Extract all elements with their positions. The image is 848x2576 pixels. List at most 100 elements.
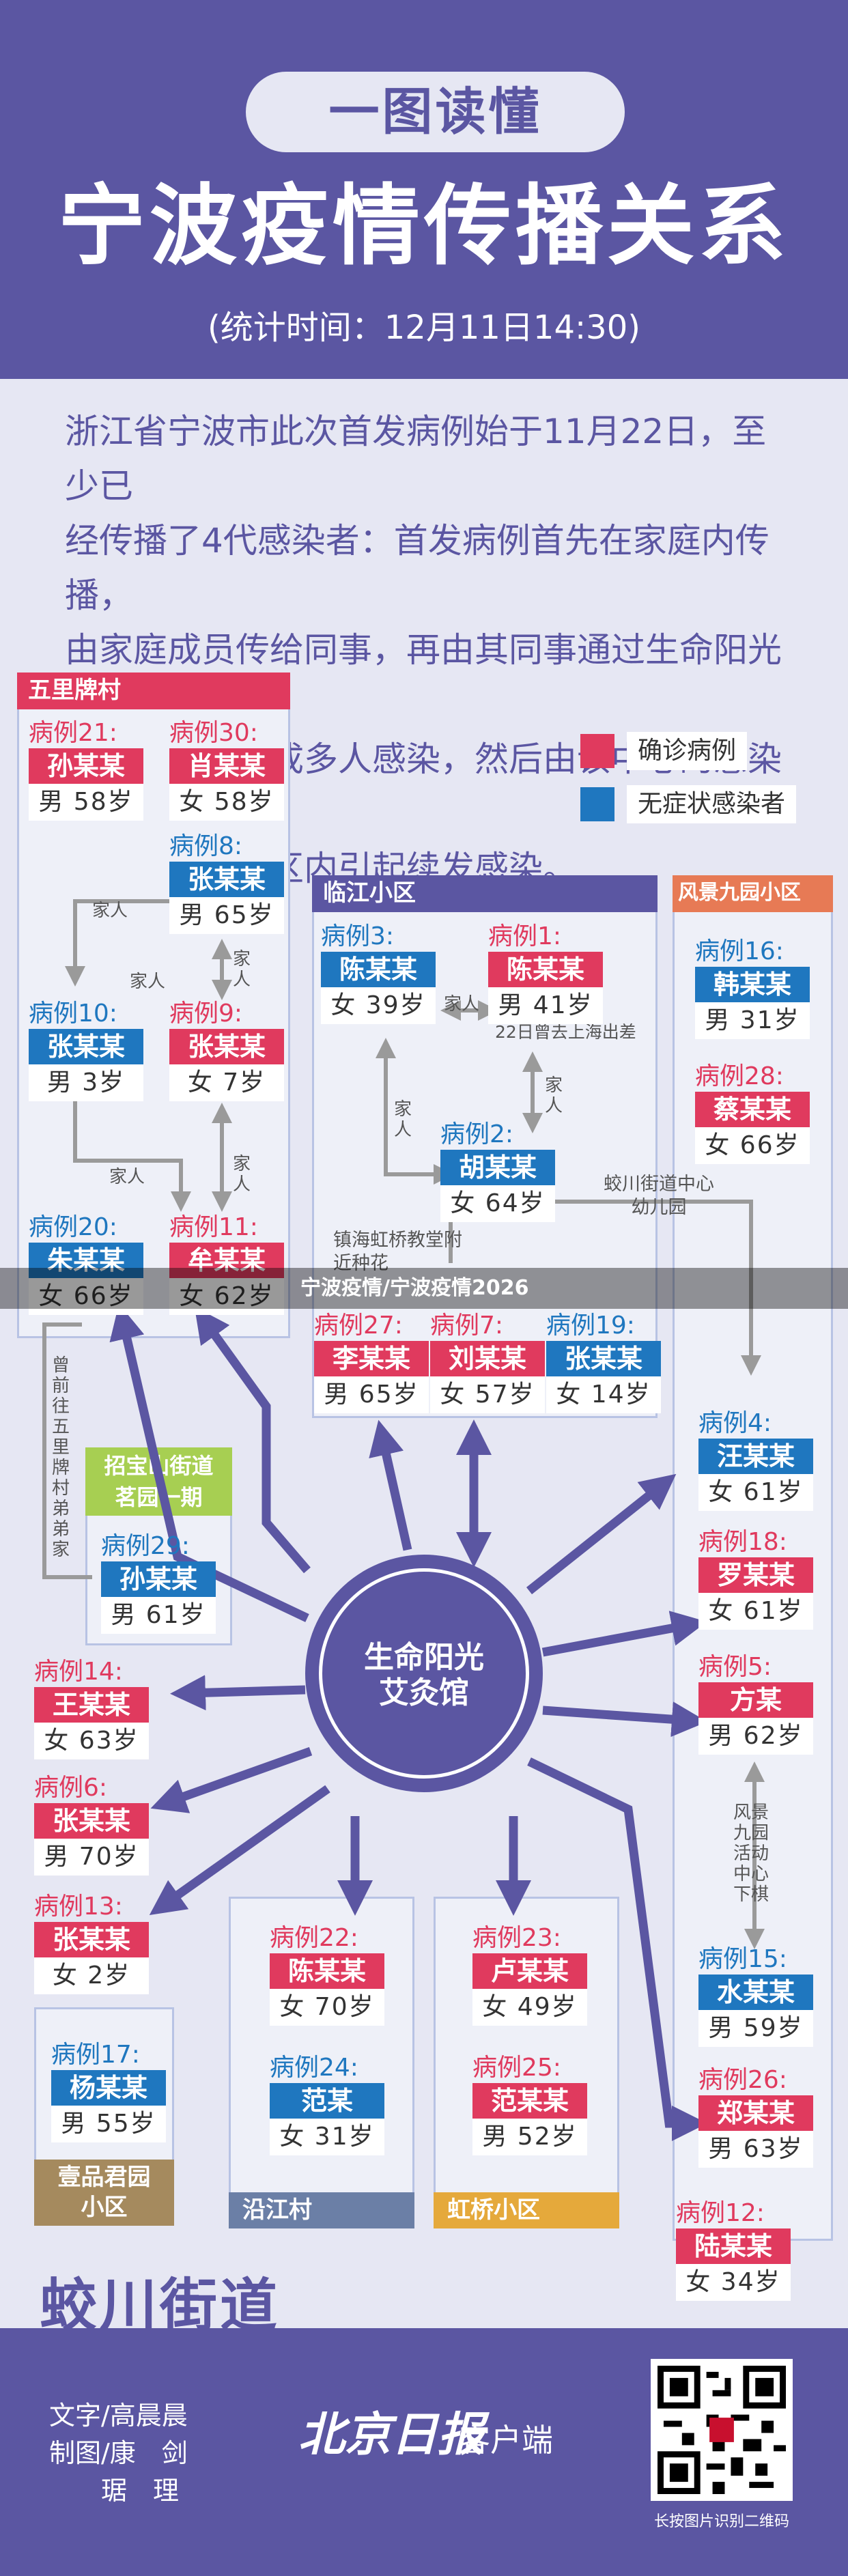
- case-id: 病例28:: [695, 1062, 784, 1090]
- case-info: 男 65岁: [169, 897, 284, 934]
- case-name: 孙某某: [101, 1561, 216, 1597]
- case-id: 病例30:: [169, 719, 258, 747]
- family-label: 家人: [393, 1099, 412, 1140]
- case-name: 李某某: [314, 1341, 429, 1376]
- case-id: 病例17:: [51, 2041, 140, 2069]
- case-info: 女 58岁: [169, 784, 284, 821]
- legend-asymptomatic: 无症状感染者: [580, 785, 797, 823]
- case-name: 范某: [270, 2083, 384, 2119]
- spread-arrow: [194, 1306, 311, 1574]
- case-info: 女 2岁: [34, 1957, 149, 1994]
- family-label: 家人: [544, 1075, 563, 1116]
- group-yipin-title: 壹品君园小区: [34, 2160, 174, 2226]
- case-card: 病例11:牟某某女 62岁: [169, 1213, 284, 1315]
- case-card: 病例4:汪某某女 61岁: [698, 1409, 813, 1511]
- spread-arrow: [170, 1675, 306, 1711]
- case-info: 男 58岁: [29, 784, 143, 821]
- case-info: 男 63岁: [698, 2131, 813, 2168]
- case-info: 男 70岁: [34, 1839, 149, 1876]
- case-id: 病例4:: [698, 1409, 772, 1437]
- legend-label: 无症状感染者: [627, 785, 797, 823]
- case-name: 方某: [698, 1682, 813, 1718]
- legend-label: 确诊病例: [627, 732, 748, 770]
- case-card: 病例24:范某女 31岁: [270, 2053, 384, 2155]
- case-card: 病例3:陈某某女 39岁: [321, 922, 436, 1024]
- case-card: 病例10:张某某男 3岁: [29, 999, 143, 1101]
- family-label: 家人: [232, 949, 251, 990]
- family-link: [65, 899, 171, 987]
- case-info: 女 49岁: [472, 1989, 587, 2026]
- case-info: 男 55岁: [51, 2106, 166, 2142]
- case-card: 病例14:王某某女 63岁: [34, 1657, 149, 1759]
- case-info: 男 65岁: [314, 1376, 429, 1413]
- case-card: 病例23:卢某某女 49岁: [472, 1923, 587, 2026]
- case-name: 张某某: [29, 1029, 143, 1064]
- case-card: 病例15:水某某男 59岁: [698, 1944, 813, 2047]
- case-id: 病例18:: [698, 1528, 787, 1556]
- qr-code-pattern: [658, 2366, 786, 2494]
- case-info: 女 57岁: [430, 1376, 545, 1413]
- case-card: 病例30:肖某某女 58岁: [169, 718, 284, 821]
- family-link: [65, 1075, 191, 1212]
- center-label: 生命阳光 艾灸馆: [305, 1640, 543, 1711]
- case-id: 病例2:: [440, 1120, 514, 1148]
- legend-swatch: [580, 787, 614, 821]
- case-name: 汪某某: [698, 1439, 813, 1474]
- spread-arrow: [541, 1611, 707, 1657]
- case-id: 病例22:: [270, 1924, 358, 1952]
- case-card: 病例12:陆某某女 34岁: [676, 2198, 791, 2301]
- case-card: 病例6:张某某男 70岁: [34, 1773, 149, 1876]
- case-card: 病例21:孙某某男 58岁: [29, 718, 143, 821]
- case-card: 病例13:张某某女 2岁: [34, 1892, 149, 1994]
- case-card: 病例28:蔡某某女 66岁: [695, 1062, 810, 1164]
- case-id: 病例9:: [169, 1000, 243, 1028]
- case-card: 病例16:韩某某男 31岁: [695, 937, 810, 1039]
- case-id: 病例8:: [169, 832, 243, 860]
- case-card: 病例5:方某男 62岁: [698, 1652, 813, 1755]
- case-id: 病例3:: [321, 922, 395, 950]
- case-card: 病例7:刘某某女 57岁: [430, 1311, 545, 1413]
- subtitle-pill: 一图读懂: [246, 72, 625, 152]
- header: 一图读懂 宁波疫情传播关系 (统计时间：12月11日14:30): [0, 0, 848, 379]
- qr-caption: 长按图片识别二维码: [653, 2513, 789, 2530]
- group-hongqiao-title: 虹桥小区: [434, 2192, 619, 2228]
- case-info: 男 59岁: [698, 2010, 813, 2047]
- case-info: 女 7岁: [169, 1064, 284, 1101]
- case-name: 陈某某: [321, 952, 436, 987]
- kindergarten-note: 蛟川街道中心幼儿园: [604, 1174, 714, 1218]
- case-id: 病例6:: [34, 1774, 108, 1802]
- case-name: 杨某某: [51, 2070, 166, 2106]
- case-info: 女 64岁: [440, 1185, 555, 1222]
- publisher-suffix: 客户端: [459, 2422, 553, 2459]
- group-fengjing-title: 风景九园小区: [673, 875, 833, 912]
- case-info: 女 66岁: [695, 1127, 810, 1164]
- qr-code[interactable]: [651, 2359, 793, 2501]
- family-label: 家人: [232, 1154, 251, 1195]
- case-id: 病例1:: [488, 922, 562, 950]
- intro-line: 浙江省宁波市此次首发病例始于11月22日，至少已: [65, 412, 767, 506]
- center-line: 艾灸馆: [379, 1675, 469, 1710]
- case-card: 病例9:张某某女 7岁: [169, 999, 284, 1101]
- case-card: 病例8:张某某男 65岁: [169, 832, 284, 934]
- case-name: 水某某: [698, 1975, 813, 2010]
- spread-arrow: [542, 1701, 707, 1738]
- case-id: 病例16:: [695, 937, 784, 965]
- case-name: 张某某: [169, 862, 284, 897]
- case-card: 病例26:郑某某男 63岁: [698, 2065, 813, 2168]
- group-wuli-title: 五里牌村: [17, 673, 290, 709]
- case-id: 病例29:: [101, 1532, 190, 1560]
- case-name: 郑某某: [698, 2095, 813, 2131]
- case-id: 病例21:: [29, 719, 117, 747]
- case-info: 女 62岁: [169, 1278, 284, 1315]
- spread-arrows: [109, 1303, 707, 2141]
- case-name: 王某某: [34, 1687, 149, 1723]
- case-name: 陈某某: [270, 1953, 384, 1989]
- spread-arrow: [109, 1303, 309, 1622]
- spread-arrow: [149, 1785, 330, 1916]
- case-id: 病例25:: [472, 2054, 561, 2082]
- case-id: 病例14:: [34, 1658, 123, 1686]
- case-card: 病例19:张某某女 14岁: [546, 1311, 661, 1413]
- case-name: 蔡某某: [695, 1092, 810, 1127]
- case-id: 病例7:: [430, 1312, 504, 1340]
